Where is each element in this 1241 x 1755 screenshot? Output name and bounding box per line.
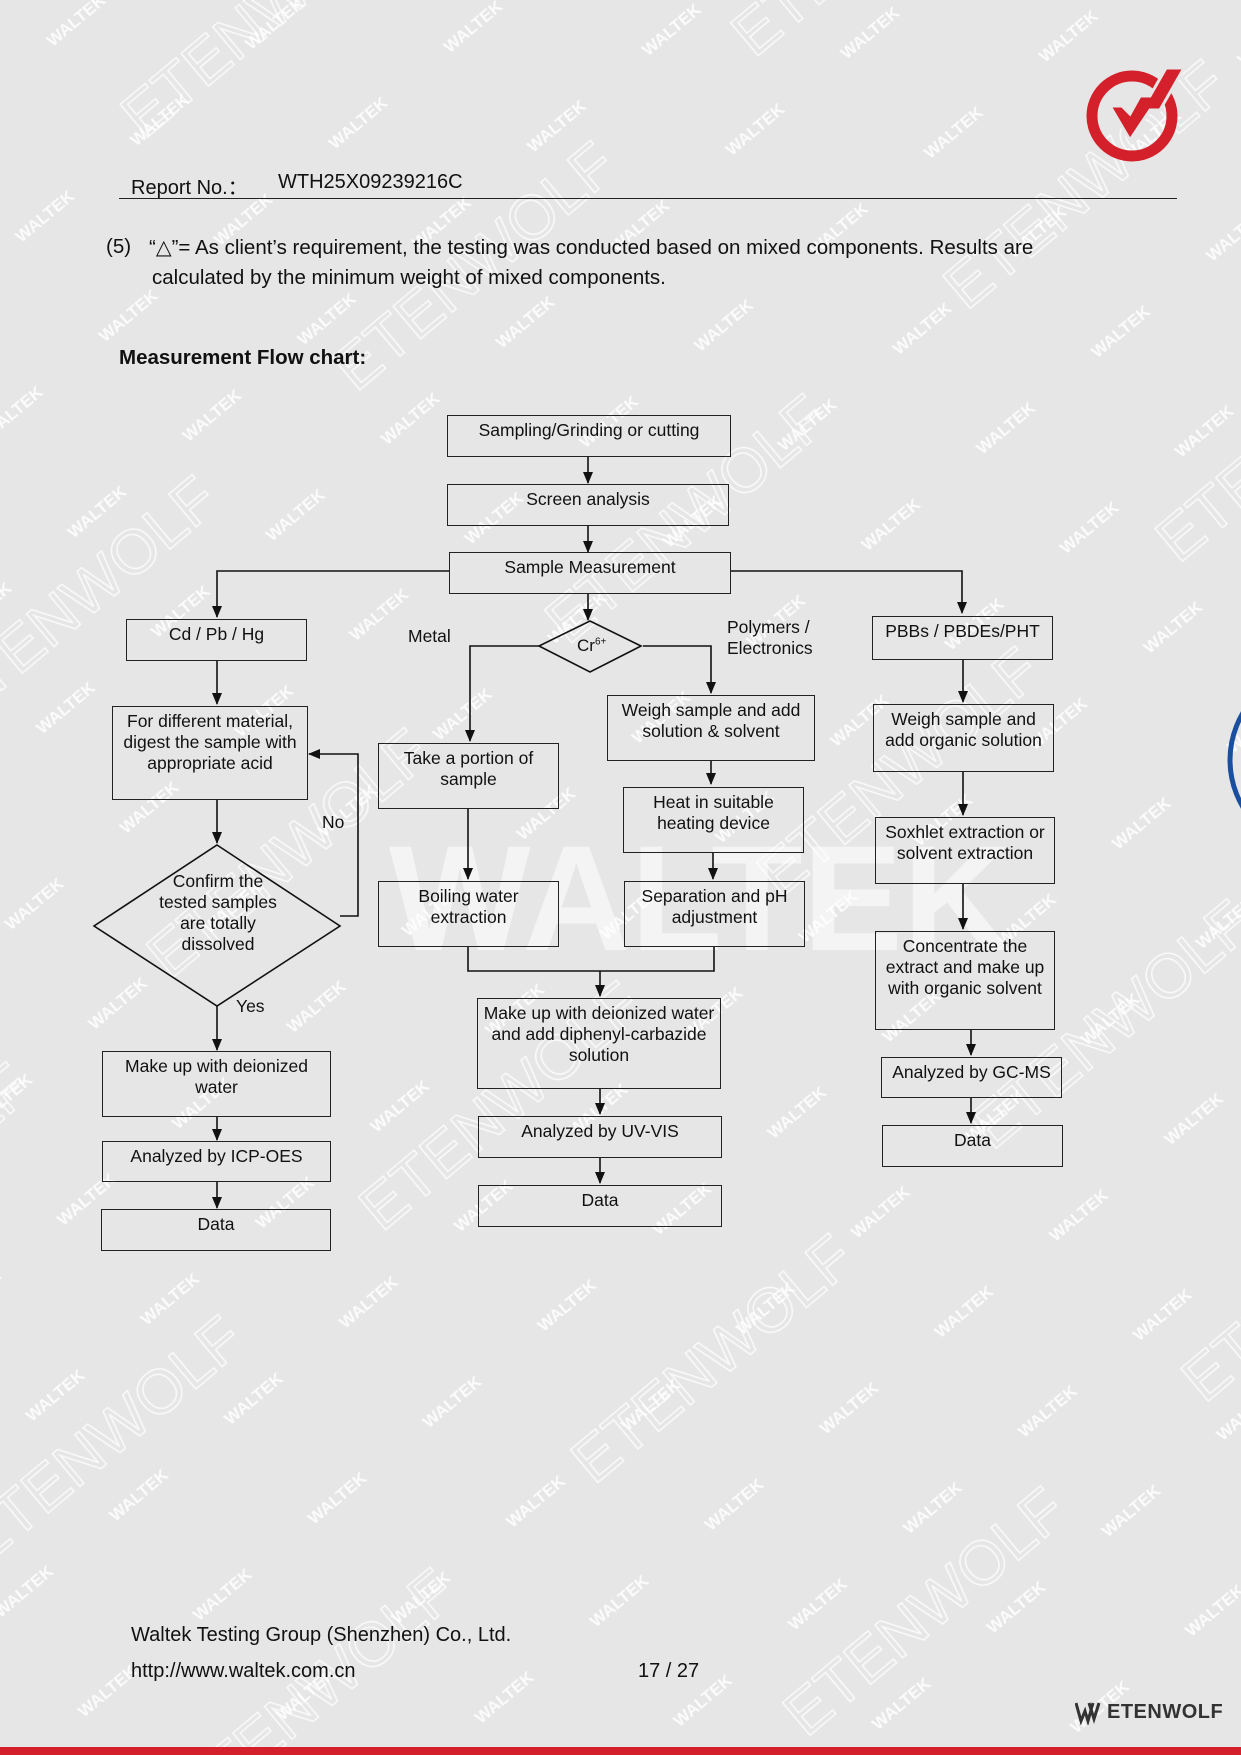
sample-measurement-box: Sample Measurement bbox=[449, 552, 731, 594]
weigh-solvent-box: Weigh sample and add solution & solvent bbox=[607, 695, 815, 761]
data-mid-box: Data bbox=[478, 1185, 722, 1227]
footer-url[interactable]: http://www.waltek.com.cn bbox=[131, 1660, 356, 1682]
data-left-box: Data bbox=[101, 1209, 331, 1251]
sampling-box: Sampling/Grinding or cutting bbox=[447, 415, 731, 457]
heat-box: Heat in suitable heating device bbox=[623, 787, 804, 853]
soxhlet-box: Soxhlet extraction or solvent extraction bbox=[875, 817, 1055, 884]
cr-label-text: Cr bbox=[577, 636, 595, 655]
makeup-water-box: Make up with deionized water bbox=[102, 1051, 331, 1117]
confirm-decision-diamond bbox=[92, 844, 342, 1007]
etenwolf-w-icon bbox=[1074, 1699, 1101, 1727]
etenwolf-brand: ETENWOLF bbox=[1074, 1697, 1224, 1727]
page-number: 17 / 27 bbox=[638, 1660, 700, 1682]
cr-decision-diamond bbox=[537, 620, 643, 673]
note-line-2: calculated by the minimum weight of mixe… bbox=[152, 266, 666, 289]
no-label: No bbox=[322, 812, 345, 832]
uvvis-box: Analyzed by UV-VIS bbox=[478, 1116, 722, 1158]
cr-label-superscript: 6+ bbox=[594, 636, 607, 648]
digest-box: For different material, digest the sampl… bbox=[112, 706, 308, 800]
pbbs-box: PBBs / PBDEs/PHT bbox=[872, 616, 1053, 660]
boiling-water-box: Boiling water extraction bbox=[378, 881, 559, 947]
cd-pb-hg-box: Cd / Pb / Hg bbox=[126, 619, 307, 661]
yes-label: Yes bbox=[236, 996, 265, 1016]
section-title: Measurement Flow chart: bbox=[119, 346, 367, 369]
concentrate-box: Concentrate the extract and make up with… bbox=[875, 931, 1055, 1030]
cr-label: Cr6+ bbox=[577, 636, 606, 656]
weigh-organic-box: Weigh sample and add organic solution bbox=[873, 704, 1054, 772]
icp-box: Analyzed by ICP-OES bbox=[102, 1141, 331, 1182]
etenwolf-brand-text: ETENWOLF bbox=[1107, 1700, 1224, 1723]
report-number: WTH25X09239216C bbox=[278, 171, 463, 193]
confirm-decision-text: Confirm the tested samples are totally d… bbox=[159, 871, 277, 954]
report-number-label: Report No.： bbox=[131, 177, 248, 199]
note-line-1: “△”= As client’s requirement, the testin… bbox=[149, 236, 1034, 259]
makeup-dpc-box: Make up with deionized water and add dip… bbox=[477, 998, 721, 1089]
waltek-check-logo-icon bbox=[1080, 62, 1192, 162]
partial-blue-seal-icon bbox=[1222, 660, 1241, 860]
bottom-accent-bar bbox=[0, 1747, 1241, 1755]
polymers-label-line1: Polymers / bbox=[727, 617, 810, 637]
footer-company: Waltek Testing Group (Shenzhen) Co., Ltd… bbox=[131, 1624, 512, 1646]
screen-analysis-box: Screen analysis bbox=[447, 484, 729, 526]
polymers-label-line2: Electronics bbox=[727, 638, 813, 658]
separation-box: Separation and pH adjustment bbox=[624, 881, 805, 947]
take-portion-box: Take a portion of sample bbox=[378, 743, 559, 809]
gcms-box: Analyzed by GC-MS bbox=[881, 1057, 1062, 1098]
header-rule bbox=[119, 198, 1177, 199]
data-right-box: Data bbox=[882, 1125, 1063, 1167]
metal-label: Metal bbox=[408, 626, 451, 646]
note-marker: (5) bbox=[106, 235, 132, 258]
